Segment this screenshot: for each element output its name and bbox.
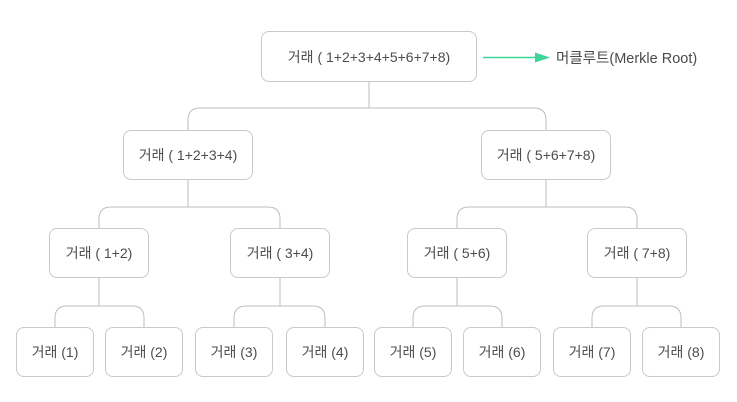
tree-node-12: 거래 ( 1+2) (49, 228, 149, 278)
rail-level2-right (456, 206, 638, 228)
tree-leaf-4: 거래 (4) (286, 327, 364, 377)
rail-level2-left (98, 206, 281, 228)
rail-level3-4 (591, 305, 682, 327)
rail-level1 (187, 107, 547, 130)
tree-node-root: 거래 ( 1+2+3+4+5+6+7+8) (261, 31, 477, 82)
tree-leaf-1: 거래 (1) (16, 327, 94, 377)
tree-leaf-6: 거래 (6) (463, 327, 541, 377)
rail-level3-1 (54, 305, 145, 327)
tree-leaf-7: 거래 (7) (553, 327, 631, 377)
merkle-root-arrow-icon (483, 52, 550, 63)
rail-level3-3 (412, 305, 503, 327)
tree-leaf-2: 거래 (2) (105, 327, 183, 377)
tree-node-78: 거래 ( 7+8) (587, 228, 687, 278)
tree-leaf-3: 거래 (3) (195, 327, 273, 377)
merkle-root-label: 머클루트(Merkle Root) (556, 51, 698, 68)
tree-node-1234: 거래 ( 1+2+3+4) (123, 130, 253, 180)
tree-node-34: 거래 ( 3+4) (230, 228, 330, 278)
tree-node-5678: 거래 ( 5+6+7+8) (481, 130, 611, 180)
rail-level3-2 (233, 305, 326, 327)
tree-node-56: 거래 ( 5+6) (407, 228, 507, 278)
tree-leaf-8: 거래 (8) (642, 327, 720, 377)
tree-leaf-5: 거래 (5) (374, 327, 452, 377)
